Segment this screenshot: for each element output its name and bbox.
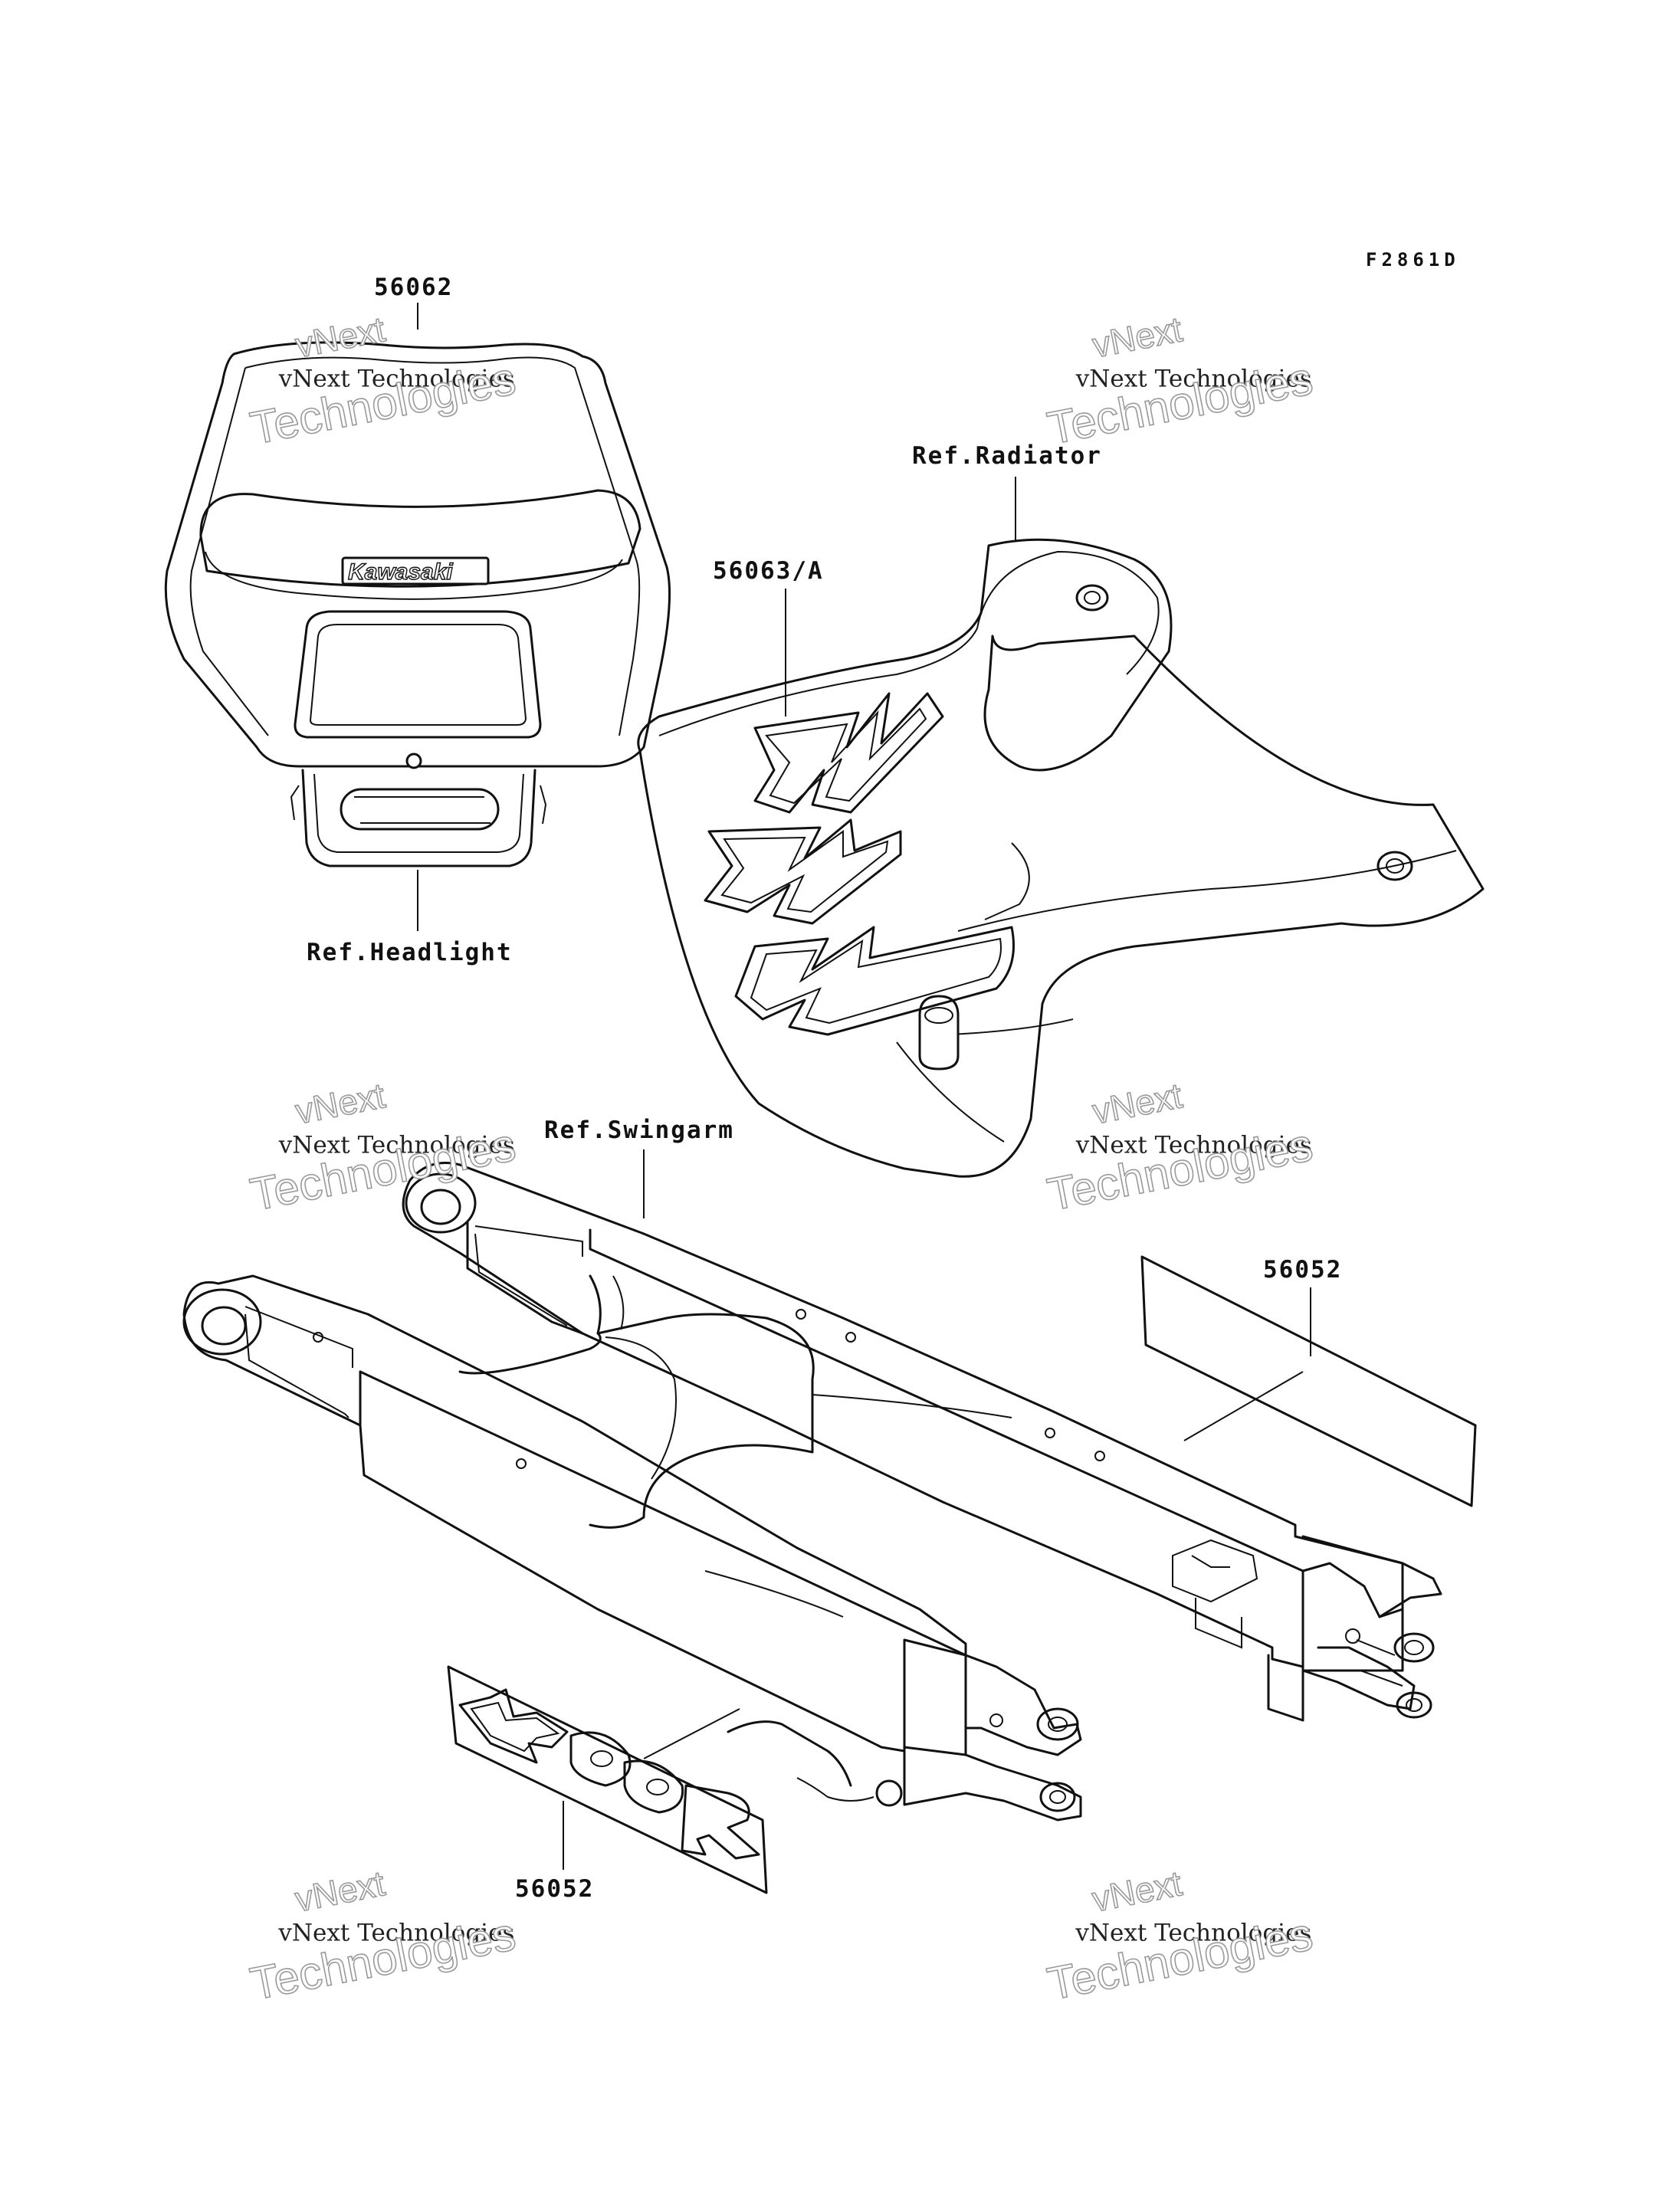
label-56063-a: 56063/A	[713, 557, 824, 585]
svg-text:vNext: vNext	[1089, 1075, 1186, 1132]
label-ref-headlight: Ref.Headlight	[307, 939, 513, 966]
label-ref-radiator: Ref.Radiator	[912, 442, 1102, 470]
swingarm-drawing	[182, 1162, 1477, 1894]
headlight-plate-drawing: Kawasaki	[164, 341, 671, 867]
watermark-mid-left: vNext vNext Technologies Technologies	[246, 1074, 520, 1221]
watermark-top-left: vNext vNext Technologies Technologies	[246, 308, 520, 454]
svg-text:vNext: vNext	[292, 1075, 389, 1132]
svg-text:vNext: vNext	[292, 309, 389, 366]
svg-text:vNext Technologies: vNext Technologies	[1075, 365, 1312, 392]
watermark-top-right: vNext vNext Technologies Technologies	[1043, 308, 1317, 454]
figure-code: F2861D	[1366, 249, 1460, 271]
kawasaki-badge	[341, 556, 490, 585]
svg-text:vNext Technologies: vNext Technologies	[278, 1131, 515, 1159]
watermark-bottom-right: vNext vNext Technologies Technologies	[1043, 1862, 1317, 2010]
svg-text:vNext Technologies: vNext Technologies	[1075, 1919, 1311, 1946]
svg-text:vNext: vNext	[292, 1863, 389, 1920]
svg-text:vNext Technologies: vNext Technologies	[1075, 1131, 1312, 1159]
brand-text: Kawasaki	[348, 559, 453, 585]
svg-text:vNext: vNext	[1089, 1863, 1186, 1920]
label-ref-swingarm: Ref.Swingarm	[544, 1117, 734, 1144]
radiator-shroud-drawing	[637, 538, 1485, 1178]
label-56052-right: 56052	[1263, 1256, 1342, 1284]
label-56052-left: 56052	[515, 1875, 594, 1903]
svg-text:vNext Technologies: vNext Technologies	[277, 1919, 514, 1946]
label-56062: 56062	[374, 274, 453, 301]
svg-text:vNext Technologies: vNext Technologies	[278, 365, 515, 392]
watermark-bottom-left: vNext vNext Technologies Technologies	[246, 1862, 520, 2010]
svg-text:vNext: vNext	[1089, 309, 1186, 366]
watermark-mid-right: vNext vNext Technologies Technologies	[1043, 1074, 1317, 1221]
